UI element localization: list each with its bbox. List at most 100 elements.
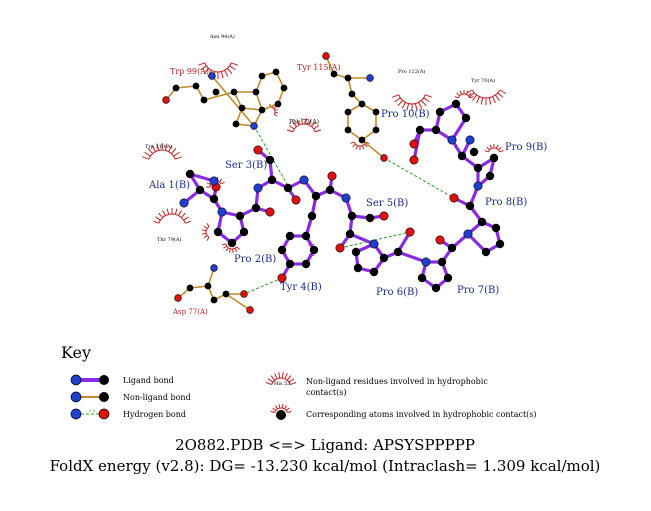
atom-carbon (358, 100, 366, 108)
atom-oxygen (380, 154, 388, 162)
hydrophobic-pro112 (392, 94, 432, 111)
key-hydrophobic-residue-icon (265, 372, 297, 386)
key-hydrophobic-residues-label: Non-ligand residues involved in hydropho… (306, 377, 488, 386)
hydrophobic-phe72 (286, 118, 322, 133)
atom-carbon (379, 253, 389, 263)
contact-tick (492, 96, 496, 104)
key-hbond-length: 3.0 (89, 408, 96, 413)
atom-nitrogen (366, 74, 374, 82)
atom-carbon (485, 171, 495, 181)
contact-arc (204, 62, 232, 73)
atom-carbon (235, 211, 245, 221)
contact-tick (287, 410, 292, 414)
atom-carbon (307, 211, 317, 221)
contact-tick (174, 156, 182, 160)
contact-tick (202, 232, 207, 235)
atom-carbon (465, 201, 475, 211)
contact-tick (401, 102, 406, 109)
atom-carbon (258, 72, 266, 80)
contact-tick (202, 229, 207, 232)
hydrophobic-asn94 (198, 62, 238, 79)
contact-tick (418, 102, 423, 109)
contact-tick (423, 97, 430, 103)
contact-tick (278, 372, 281, 379)
atom-carbon (301, 231, 311, 241)
contact-tick (230, 62, 238, 66)
contact-tick (499, 89, 507, 94)
atom-oxygen (449, 193, 459, 203)
ligand-bond (397, 250, 427, 264)
contact-tick (352, 143, 356, 148)
contact-tick (265, 382, 272, 386)
atom-oxygen (265, 207, 275, 217)
contact-tick (469, 96, 474, 99)
key-hbond-atom-o (98, 408, 110, 420)
contact-tick (495, 144, 499, 149)
atom-carbon (186, 284, 194, 292)
contact-tick (274, 373, 278, 380)
contact-tick (286, 407, 290, 411)
contact-tick (206, 182, 211, 185)
atom-contact-pro2-cd (202, 223, 210, 241)
contact-tick (289, 125, 295, 130)
atom-nitrogen (253, 183, 263, 193)
atom-carbon (457, 151, 467, 161)
contact-tick (206, 236, 210, 241)
atom-carbon (204, 282, 212, 290)
atom-nitrogen (421, 257, 431, 267)
atom-nitrogen (465, 135, 475, 145)
contact-tick (200, 65, 207, 71)
key-ligand-atom-c (99, 375, 109, 385)
atom-carbon (347, 211, 357, 221)
contact-tick (288, 378, 295, 383)
atom-carbon (309, 245, 319, 255)
atom-nitrogen (463, 229, 473, 239)
atom-carbon (251, 203, 261, 213)
atom-oxygen (409, 155, 419, 165)
contact-tick (313, 125, 319, 130)
atom-contact-pro2 (222, 243, 240, 253)
contact-tick (270, 375, 276, 381)
atom-carbon (252, 88, 260, 96)
atom-nitrogen (341, 193, 351, 203)
key-nonligand-bond-label: Non-ligand bond (123, 393, 191, 402)
label-asn94: Asn 94(A) (209, 33, 235, 40)
hbond-tyr4-asp77 (243, 277, 283, 295)
contact-tick (284, 405, 287, 410)
atom-oxygen (405, 227, 415, 237)
label-asp77: Asp 77(A) (172, 308, 208, 316)
atom-oxygen (379, 211, 389, 221)
key-title: Key (61, 343, 91, 362)
contact-tick (166, 208, 170, 215)
atom-carbon (365, 213, 375, 223)
atom-carbon (212, 88, 220, 96)
contact-arc (273, 407, 289, 413)
atom-carbon (192, 82, 200, 90)
contact-tick (156, 143, 160, 151)
contact-tick (498, 146, 502, 151)
contact-tick (472, 94, 477, 101)
contact-tick (468, 92, 472, 97)
hydrophobic-trp110 (142, 143, 182, 160)
contact-tick (158, 212, 164, 218)
key-nonligand-atom-n (70, 391, 82, 403)
contact-tick (224, 70, 229, 77)
hydrophobic-contacts (142, 62, 507, 259)
atom-carbon (469, 147, 479, 157)
contact-tick (361, 145, 365, 150)
contact-tick (203, 68, 210, 74)
atom-carbon (267, 175, 277, 185)
contact-tick (364, 143, 368, 148)
contact-tick (454, 96, 459, 99)
label-ser3: Ser 3(B) (225, 160, 267, 171)
contact-tick (355, 145, 359, 150)
contact-tick (153, 220, 160, 224)
atom-carbon (227, 238, 237, 248)
contact-tick (424, 94, 432, 98)
atom-carbon (213, 227, 223, 237)
atom-nitrogen (208, 72, 216, 80)
key-hydrophobic-atoms-label: Corresponding atoms involved in hydropho… (306, 410, 537, 419)
atom-carbon (330, 70, 338, 78)
contact-tick (290, 382, 297, 386)
